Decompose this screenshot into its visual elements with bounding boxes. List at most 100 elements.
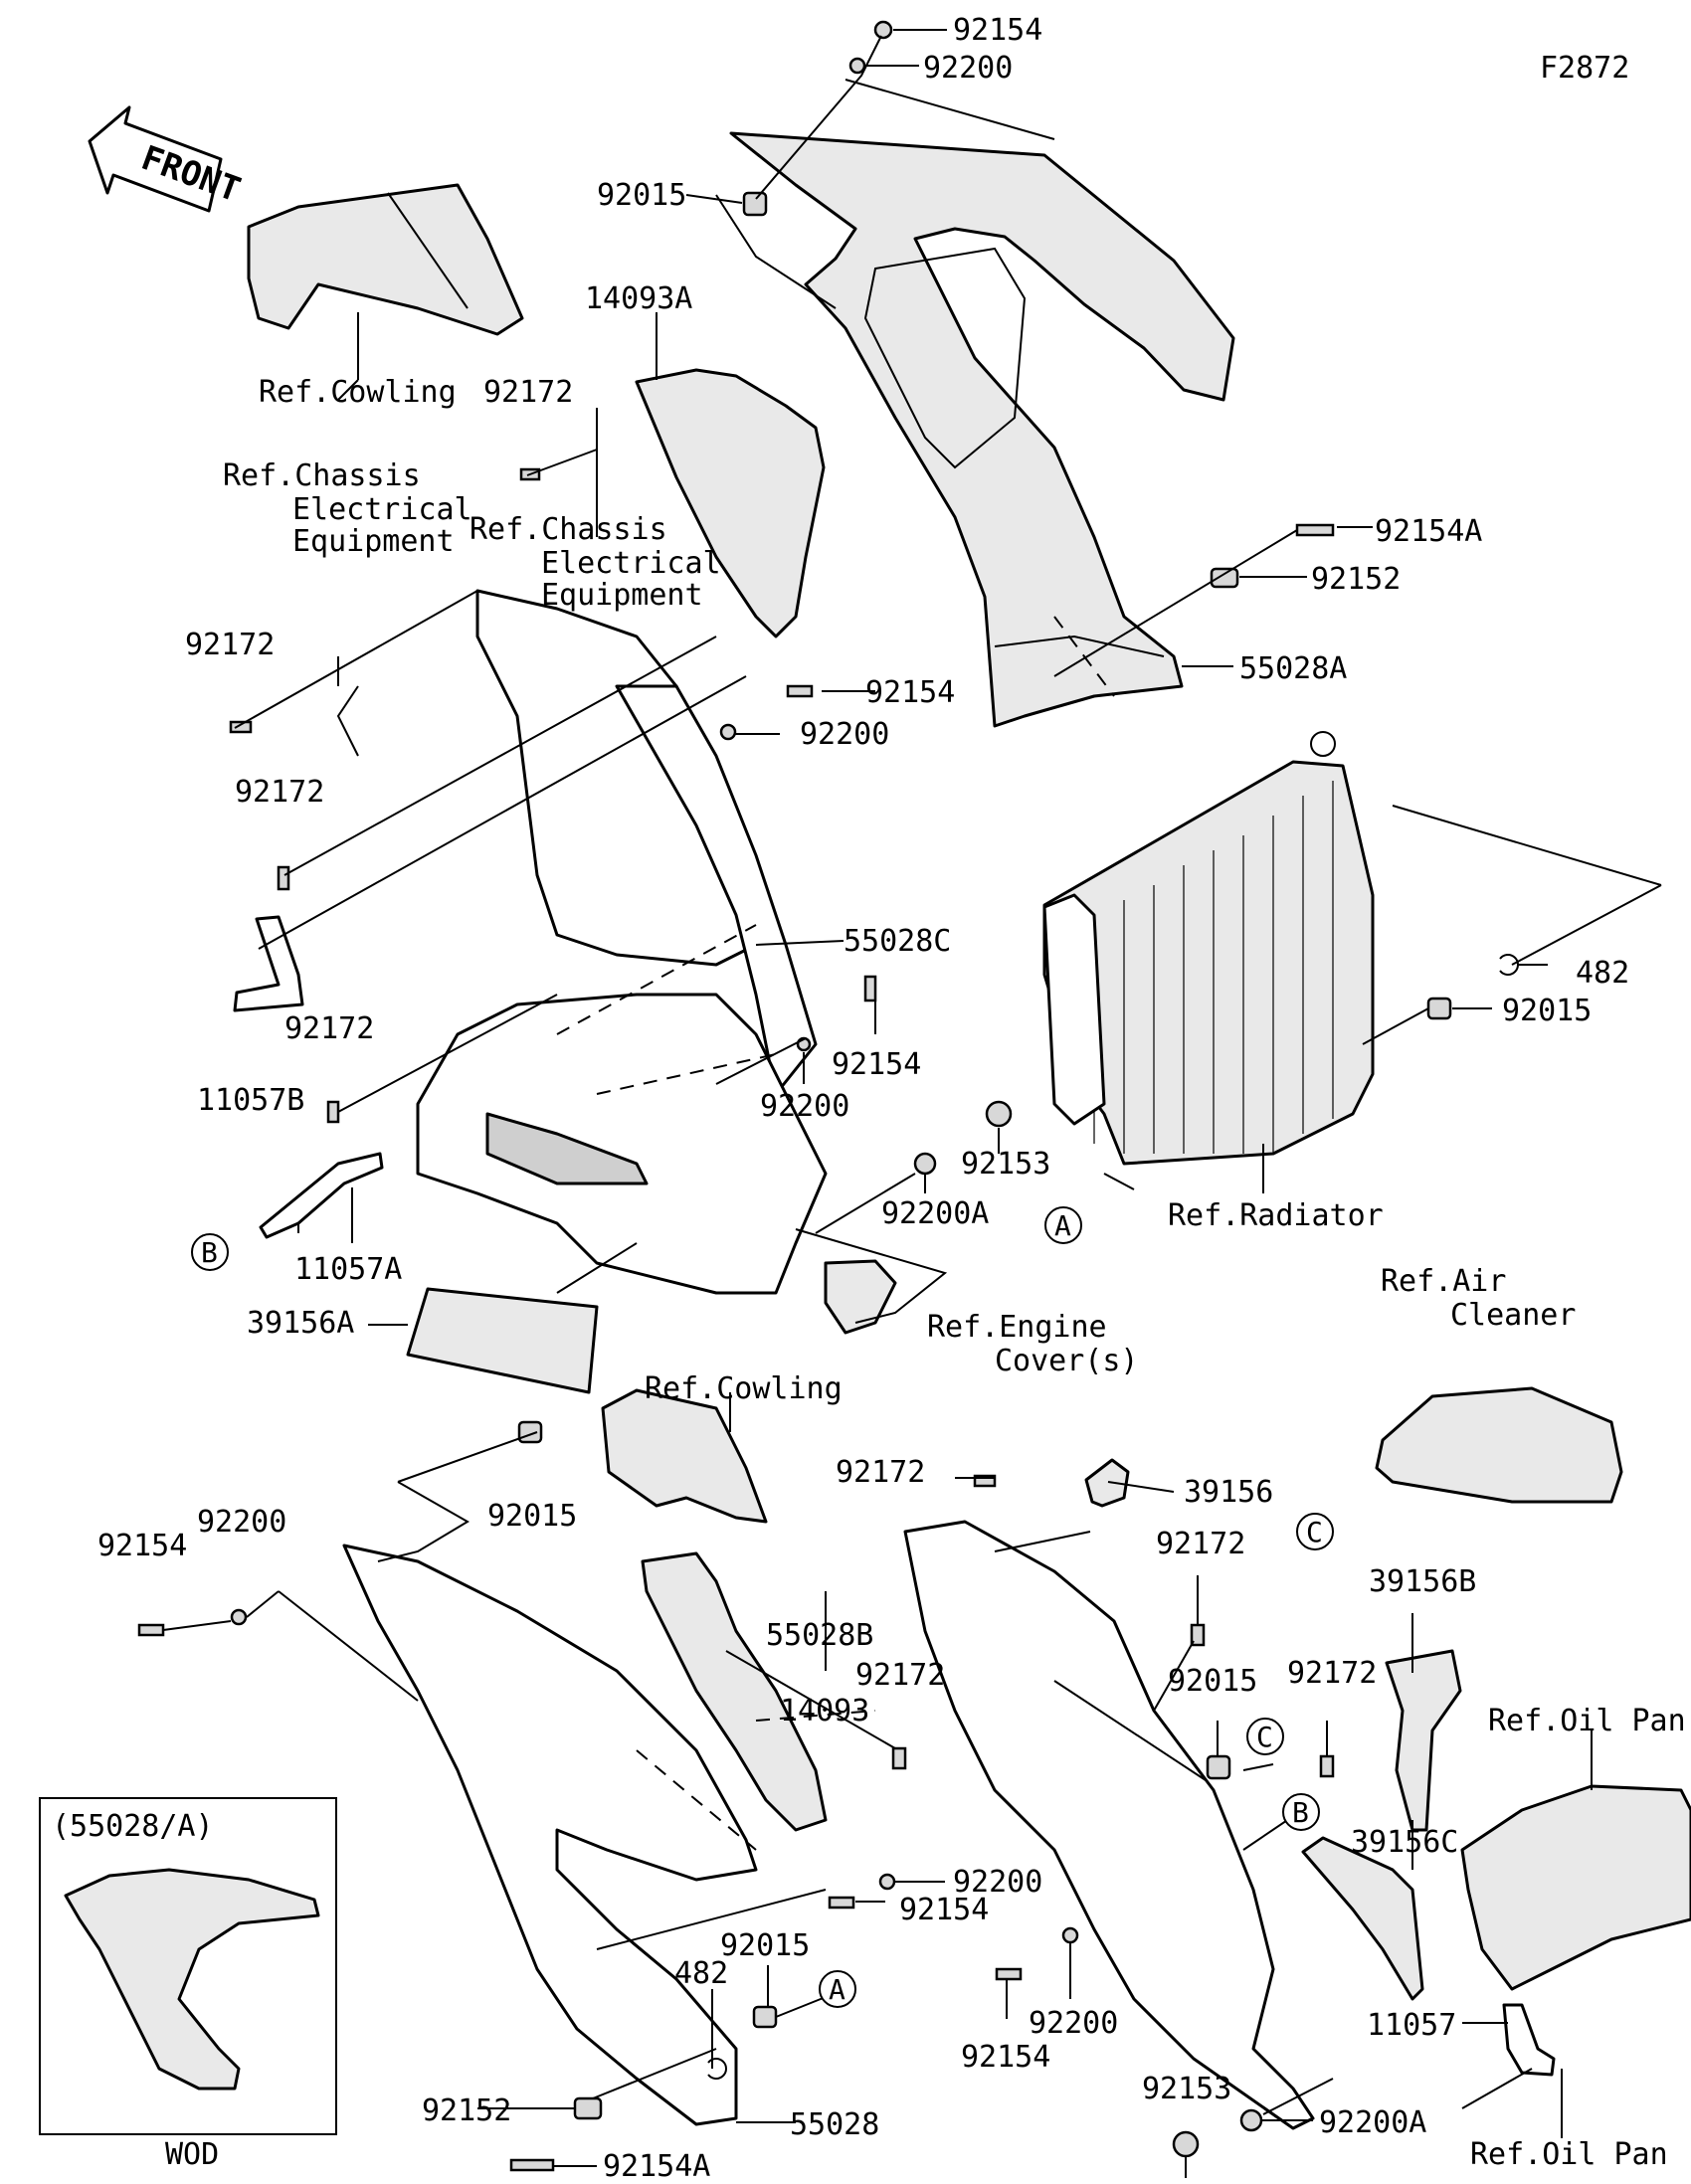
callout-92172-c: 92172 — [235, 775, 324, 810]
bracket-11057-part — [1502, 2003, 1556, 2077]
callout-92015-c: 92015 — [1168, 1664, 1257, 1699]
callout-14093A: 14093A — [585, 281, 692, 316]
callout-ref-oil-pan-low: Ref.Oil Pan — [1470, 2137, 1668, 2172]
marker-c-top-icon: C — [1296, 1513, 1334, 1550]
callout-55028A: 55028A — [1239, 651, 1347, 686]
callout-92152-low: 92152 — [422, 2093, 511, 2128]
callout-482-low: 482 — [674, 1956, 728, 1991]
inner-panel-55028C-part — [475, 589, 818, 1096]
duct-14093A-part — [635, 368, 826, 638]
callout-92200-top: 92200 — [923, 51, 1013, 86]
svg-text:B: B — [1292, 1796, 1309, 1829]
callout-92172-f: 92172 — [1156, 1527, 1245, 1561]
svg-text:B: B — [201, 1236, 218, 1269]
clip-482-low-icon — [707, 2058, 727, 2080]
svg-text:C: C — [1306, 1516, 1323, 1548]
middle-fairing-panel-part — [416, 993, 828, 1295]
hardware-items — [137, 20, 1519, 2172]
ref-cowling-top-part — [247, 183, 524, 336]
callout-92154A-top: 92154A — [1375, 514, 1482, 549]
callout-92153-low: 92153 — [1142, 2072, 1231, 2106]
bolt-92153-top-icon — [985, 1100, 1013, 1128]
ref-cowling-lower-part — [601, 1388, 768, 1524]
callout-ref-air-cleaner-line2: Cleaner — [1450, 1298, 1576, 1333]
washer-92200-top-icon — [848, 57, 866, 75]
callout-92154-low: 92154 — [97, 1529, 187, 1563]
washer-92200A-top-icon — [913, 1152, 937, 1176]
upper-side-cowl-part — [729, 131, 1235, 728]
callout-55028C: 55028C — [844, 924, 951, 959]
callout-ref-chassis-a-line2: Electrical — [292, 492, 472, 527]
front-arrow-icon: FRONT — [88, 105, 246, 213]
callout-92200-d: 92200 — [953, 1865, 1042, 1900]
callout-92172-d: 92172 — [284, 1011, 374, 1046]
lower-fairing-55028B-part — [903, 1520, 1315, 2130]
collar-92015-c-icon — [1206, 1754, 1231, 1780]
callout-ref-oil-pan-top: Ref.Oil Pan — [1488, 1704, 1686, 1738]
bolt-92172-b-icon — [229, 720, 253, 734]
callout-ref-cowling-top: Ref.Cowling — [259, 375, 457, 410]
panel-39156-part — [1084, 1458, 1130, 1508]
bracket-11057B-part — [233, 915, 304, 1012]
marker-a-top-icon: A — [1044, 1206, 1082, 1244]
callout-11057: 11057 — [1367, 2008, 1456, 2043]
callout-92154-mid: 92154 — [865, 675, 955, 710]
inset-panel: (55028/A) WOD — [39, 1797, 337, 2172]
bolt-92153-low-icon — [1172, 2130, 1200, 2158]
callout-92200A-top: 92200A — [881, 1196, 989, 1231]
callout-92172-h: 92172 — [1287, 1656, 1377, 1691]
inset-title: (55028/A) — [52, 1809, 214, 1844]
bolt-92172-h-icon — [1319, 1754, 1335, 1778]
callout-92154-top: 92154 — [953, 13, 1042, 48]
callout-92172-b: 92172 — [185, 628, 275, 662]
callout-55028B: 55028B — [766, 1618, 873, 1653]
bolt-92154-d-icon — [828, 1896, 855, 1910]
callout-ref-chassis-a-line3: Equipment — [292, 524, 455, 559]
dashed-assembly-lines — [556, 616, 1115, 1851]
bolt-92154-e-icon — [995, 1967, 1023, 1981]
washer-92200-mid-icon — [719, 723, 737, 741]
bolt-92154-low-icon — [137, 1623, 165, 1637]
inset-footer: WOD — [165, 2137, 219, 2172]
callout-ref-air-cleaner-line1: Ref.Air — [1381, 1264, 1506, 1299]
marker-b-top-icon: B — [191, 1233, 229, 1271]
callout-92154-c: 92154 — [832, 1047, 921, 1082]
collar-92015-rad-icon — [1426, 997, 1452, 1020]
callout-39156A: 39156A — [247, 1306, 354, 1341]
callout-ref-engine-cover-line2: Cover(s) — [995, 1344, 1139, 1378]
callout-92015-rad: 92015 — [1502, 994, 1592, 1028]
callout-92015-low: 92015 — [487, 1499, 577, 1534]
bolt-92172-d-icon — [326, 1100, 340, 1124]
strip-39156B-part — [1385, 1649, 1462, 1832]
marker-b-low-icon: B — [1282, 1793, 1320, 1831]
marker-c-low-icon: C — [1246, 1718, 1284, 1755]
callout-92172-a: 92172 — [483, 375, 573, 410]
bolt-92172-e-icon — [973, 1474, 997, 1488]
callout-92200A-low: 92200A — [1319, 2105, 1426, 2140]
marker-a-low-icon: A — [819, 1970, 856, 2008]
callout-ref-chassis-b-line1: Ref.Chassis — [470, 512, 667, 547]
callout-ref-chassis-a-line1: Ref.Chassis — [223, 458, 421, 493]
bolt-92154-c-icon — [863, 975, 877, 1002]
washer-92200-e-icon — [1061, 1926, 1079, 1944]
callout-39156B: 39156B — [1369, 1564, 1476, 1599]
clip-482-top-icon — [1499, 954, 1519, 976]
callout-labels: 92154 92200 92015 Ref.Cowling 14093A 921… — [97, 13, 1686, 2184]
bolt-92154-mid-icon — [786, 684, 814, 698]
svg-text:A: A — [829, 1973, 846, 2006]
callout-ref-chassis-b-line2: Electrical — [541, 546, 721, 581]
callout-92200-e: 92200 — [1029, 2006, 1118, 2041]
washer-92200A-low-icon — [1239, 2108, 1263, 2132]
callout-11057B: 11057B — [197, 1083, 304, 1118]
callout-92154A-low: 92154A — [603, 2149, 710, 2184]
leader-lines — [162, 29, 1662, 2178]
callout-11057A: 11057A — [294, 1252, 402, 1287]
washer-92200-d-icon — [878, 1873, 896, 1891]
svg-text:A: A — [1054, 1209, 1071, 1242]
callout-39156: 39156 — [1184, 1475, 1273, 1510]
strip-39156C-part — [1301, 1836, 1424, 2001]
svg-text:C: C — [1256, 1721, 1273, 1753]
washer-92200-low-icon — [230, 1608, 248, 1626]
bolt-92154-top-icon — [873, 20, 893, 40]
